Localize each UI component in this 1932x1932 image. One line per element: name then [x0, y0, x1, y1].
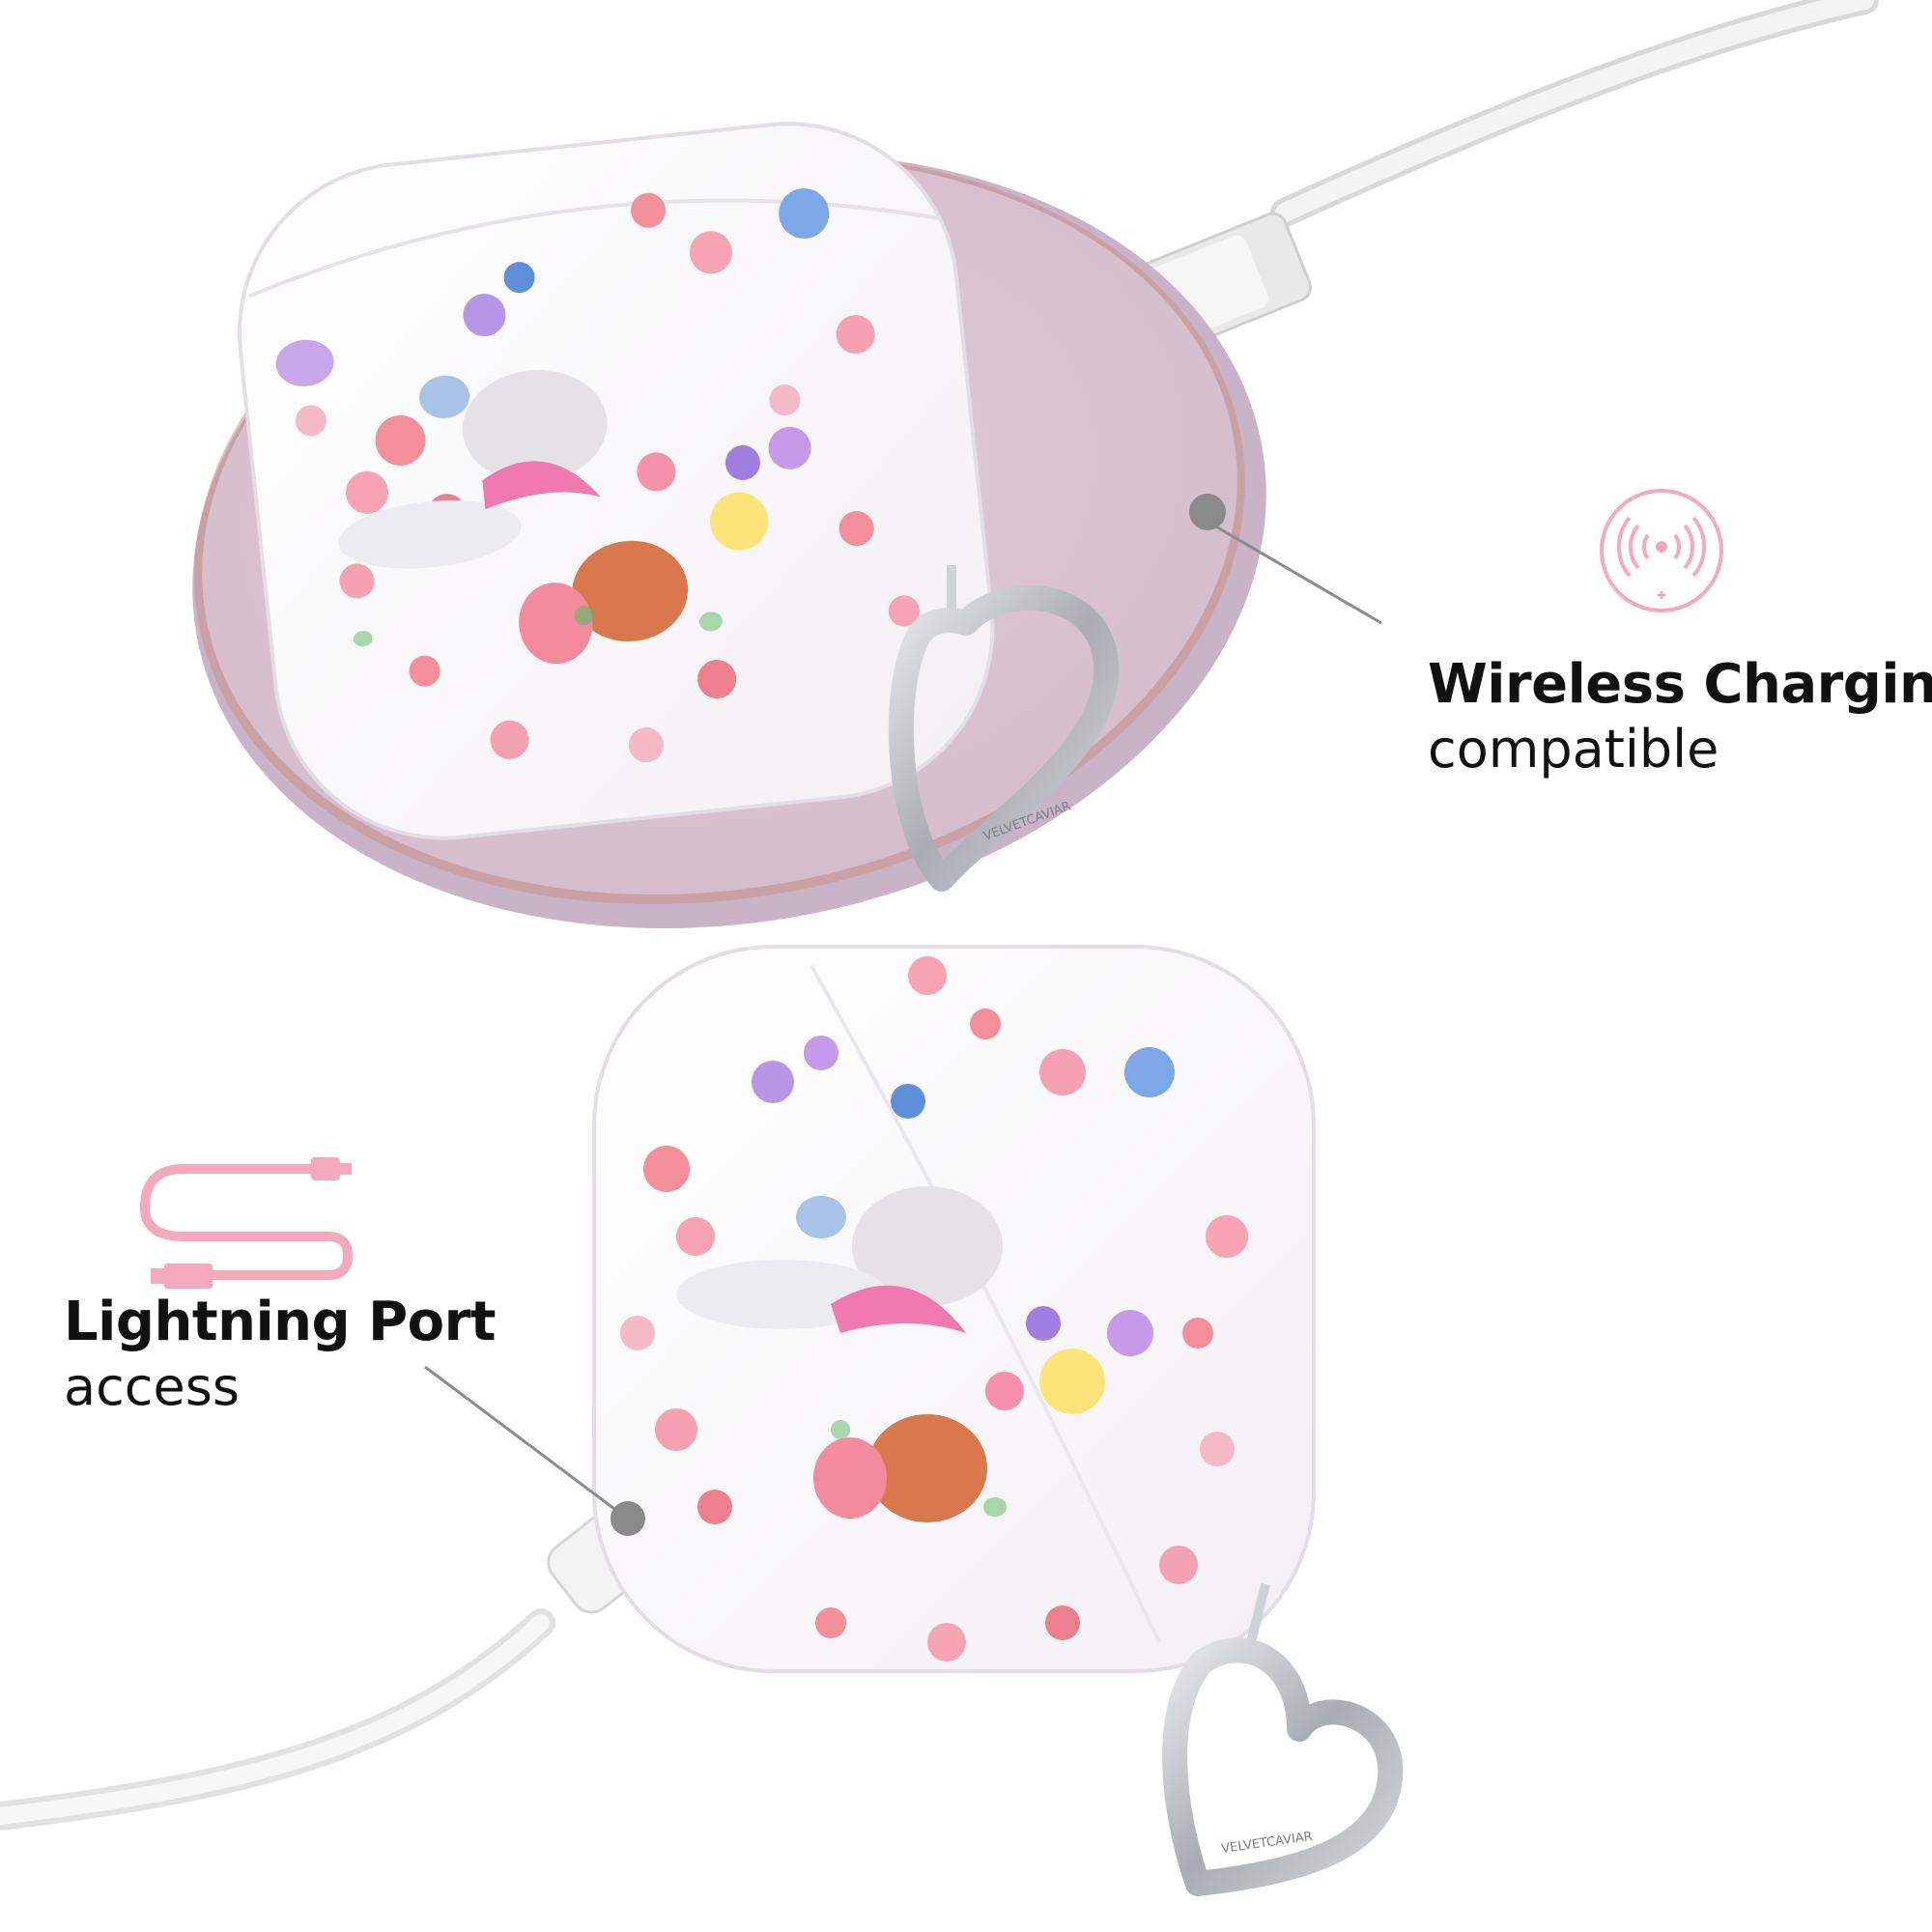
wireless-charging-subtitle: compatible [1428, 719, 1719, 780]
lightning-port-subtitle: access [64, 1356, 240, 1417]
lightning-pointer [424, 1365, 645, 1536]
wireless-charging-icon [1600, 489, 1723, 612]
airpods-case-top [237, 122, 995, 840]
airpods-case-bottom [592, 945, 1316, 1673]
wireless-pointer [1189, 494, 1382, 625]
cable-icon [140, 1157, 354, 1289]
wireless-charging-title: Wireless Charging [1428, 653, 1932, 716]
floral-print-bottom [620, 956, 1248, 1662]
floral-print-top [275, 187, 920, 763]
lightning-port-title: Lightning Port [64, 1291, 497, 1353]
